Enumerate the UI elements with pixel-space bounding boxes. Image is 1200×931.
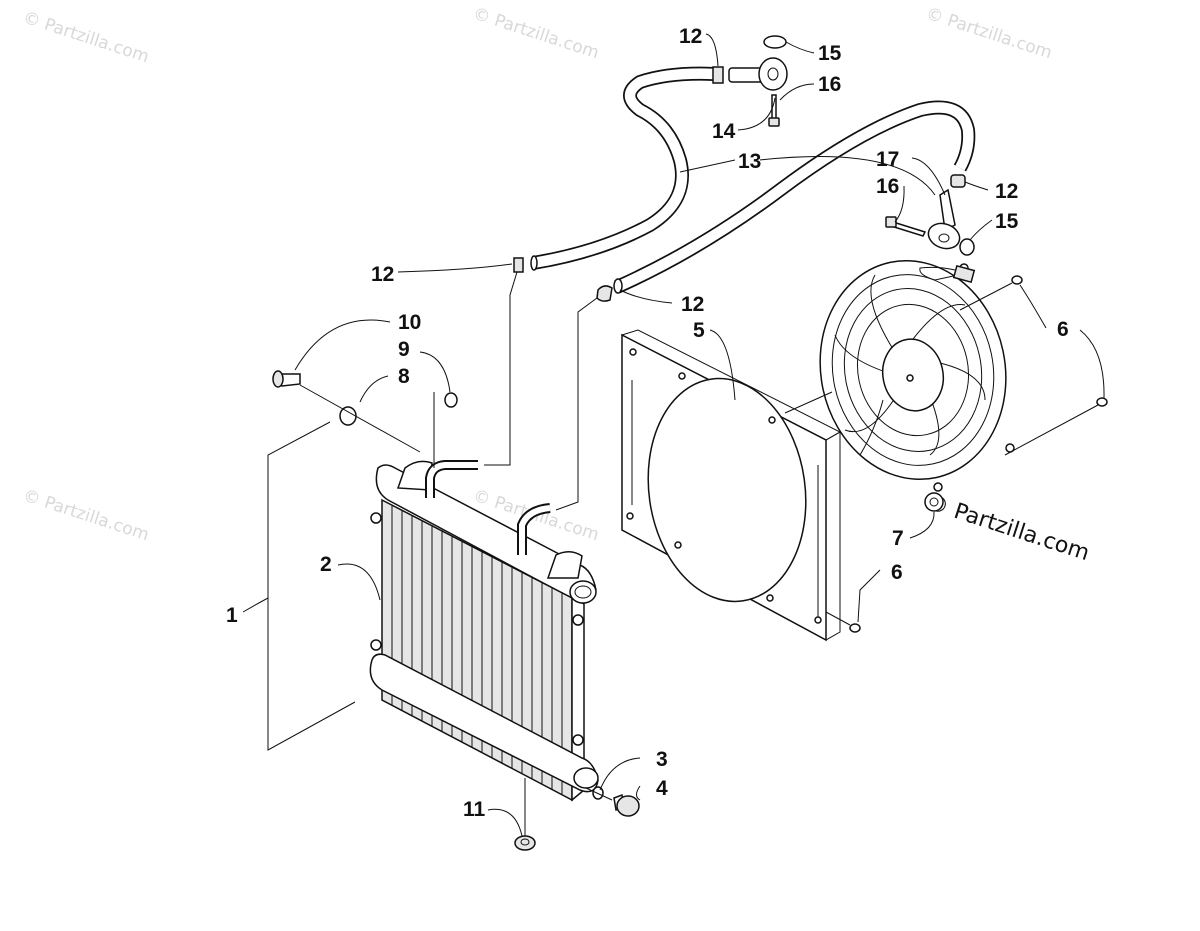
fan-shroud <box>620 329 842 642</box>
mount-tab <box>370 639 382 651</box>
o-ring-icon <box>763 35 787 49</box>
radiator <box>267 421 599 802</box>
drain-plug-icon <box>616 795 640 817</box>
callout-13: 13 <box>738 150 761 173</box>
callout-12: 12 <box>371 263 394 286</box>
callout-3: 3 <box>656 748 668 771</box>
callout-16: 16 <box>876 175 899 198</box>
hose-clamp-icon <box>712 66 724 84</box>
fan-hub <box>881 338 945 412</box>
callout-9: 9 <box>398 338 410 361</box>
callout-11: 11 <box>463 798 486 821</box>
radiator-bracket-right <box>546 551 583 579</box>
callout-4: 4 <box>656 777 668 800</box>
lower-outlet-fitting <box>885 188 975 256</box>
callout-8: 8 <box>398 365 410 388</box>
watermark-main: © Partzilla.com <box>923 490 1092 566</box>
callout-17: 17 <box>876 148 899 171</box>
callout-12: 12 <box>679 25 702 48</box>
routing-line <box>555 297 598 511</box>
callout-7: 7 <box>892 527 904 550</box>
mount-tab <box>370 512 382 524</box>
outlet-flange <box>927 222 961 250</box>
assembly-bracket <box>267 421 356 751</box>
callout-15: 15 <box>995 210 1019 233</box>
callout-2: 2 <box>320 553 332 576</box>
callout-12: 12 <box>681 293 704 316</box>
callout-5: 5 <box>693 319 705 342</box>
hose-clamp-icon <box>513 257 524 273</box>
o-ring-icon <box>959 238 975 256</box>
shroud-opening <box>647 377 807 603</box>
mount-hardware <box>272 370 640 851</box>
watermark: © Partzilla.com <box>20 8 151 68</box>
hose-clamps <box>513 66 966 302</box>
callout-10: 10 <box>398 311 421 334</box>
mount-tab <box>572 734 584 746</box>
callout-6: 6 <box>1057 318 1069 341</box>
cooling-fan <box>819 259 1015 492</box>
screw-icon <box>1096 397 1108 407</box>
outlet-pipe <box>939 188 956 232</box>
grommet-icon <box>339 406 357 426</box>
callout-12: 12 <box>995 180 1018 203</box>
mount-tab <box>572 614 584 626</box>
washer-icon <box>514 835 536 851</box>
callout-16: 16 <box>818 73 841 96</box>
hose-clamp-icon <box>596 285 613 302</box>
radiator-bracket-left <box>396 460 433 491</box>
outlet-flange <box>758 57 788 91</box>
watermark: © Partzilla.com <box>20 486 151 546</box>
callout-14: 14 <box>712 120 736 143</box>
routing-line <box>484 271 518 466</box>
nut-icon <box>444 392 458 408</box>
watermark: © Partzilla.com <box>470 4 601 64</box>
callout-15: 15 <box>818 42 842 65</box>
callout-1: 1 <box>226 604 238 627</box>
watermark: © Partzilla.com <box>923 4 1054 64</box>
upper-outlet-fitting <box>728 35 788 127</box>
callout-leaders <box>242 33 1105 837</box>
radiator-drain-outlet <box>573 767 599 789</box>
grommet-icon <box>924 492 944 512</box>
radiator-outlet <box>569 580 597 604</box>
screw-icon <box>1011 275 1023 285</box>
callouts: 1 2 3 4 5 6 6 7 8 9 10 11 12 12 12 12 13… <box>226 25 1069 821</box>
screw-icon <box>849 623 861 633</box>
fan-screws <box>825 275 1108 633</box>
hose-clamp-icon <box>950 174 966 188</box>
callout-6: 6 <box>891 561 903 584</box>
coolant-hoses <box>530 66 976 294</box>
fan-wire-connector <box>952 264 976 284</box>
grommet <box>924 492 944 512</box>
